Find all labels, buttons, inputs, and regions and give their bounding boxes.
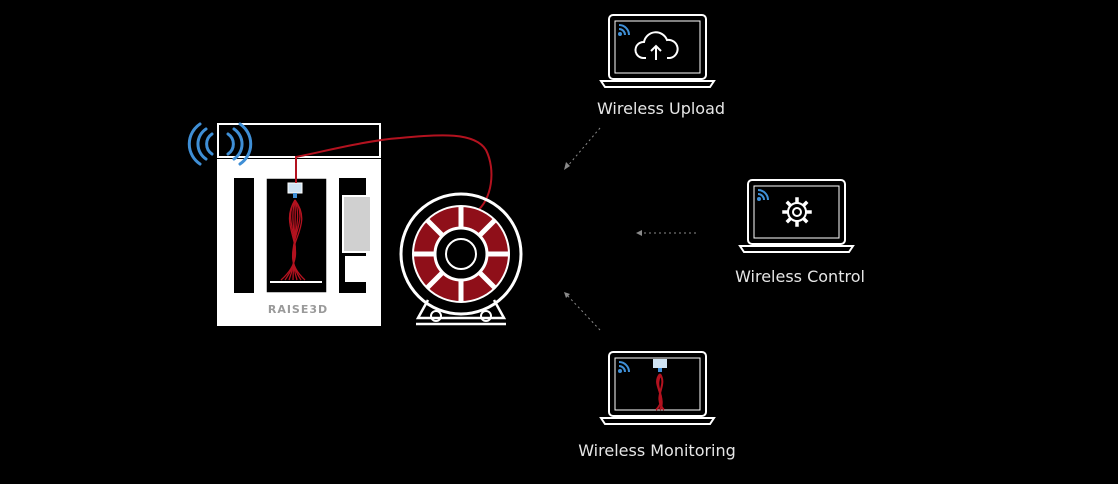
printer-nozzle <box>293 193 297 198</box>
connection-arrows <box>565 127 696 331</box>
printer-touchscreen-lower <box>345 256 369 282</box>
laptop-control-base <box>738 245 855 253</box>
printer-wifi-icon <box>187 122 253 166</box>
spool-stand-foot-right <box>480 310 492 322</box>
laptop-upload-screen <box>608 14 707 80</box>
laptop-monitoring-display <box>614 357 701 411</box>
laptop-monitoring <box>599 351 716 425</box>
laptop-control-wifi-icon <box>757 189 769 201</box>
printer-frame-left <box>218 160 234 325</box>
arrow-heads <box>564 162 642 298</box>
caption-wireless-upload: Wireless Upload <box>596 99 726 118</box>
laptop-monitoring-wifi-icon <box>618 361 630 373</box>
printer-touchscreen <box>342 195 372 253</box>
printer: RAISE3D <box>187 122 381 326</box>
spool-stand-foot-left <box>430 310 442 322</box>
printer-base <box>218 293 380 325</box>
arrow-upload <box>565 127 601 169</box>
printer-logo: RAISE3D <box>268 303 328 316</box>
laptop-upload-wifi-icon <box>618 24 630 36</box>
printer-frame-inner-left <box>254 160 266 325</box>
spool-spokes <box>413 206 509 302</box>
laptop-control-screen <box>747 179 846 245</box>
spool-outer-rim <box>399 192 523 316</box>
caption-wireless-monitoring: Wireless Monitoring <box>578 441 736 460</box>
laptop-upload-base <box>599 80 716 88</box>
printer-extruder <box>287 182 303 194</box>
laptop-monitoring-base <box>599 417 716 425</box>
arrow-monitoring <box>565 293 601 331</box>
spool-hub <box>433 226 489 282</box>
laptop-upload-display <box>614 20 701 74</box>
laptop-monitoring-screen <box>608 351 707 417</box>
spool-center <box>445 238 477 270</box>
laptop-upload <box>599 14 716 88</box>
printer-frame-inner-right <box>327 160 339 325</box>
laptop-control-display <box>753 185 840 239</box>
spool-stand <box>415 299 507 320</box>
printer-twisted-print <box>280 199 306 281</box>
printing-nozzle-icon <box>653 359 667 411</box>
caption-wireless-control: Wireless Control <box>735 267 865 286</box>
filament-feed-line <box>295 134 493 213</box>
laptop-control <box>738 179 855 253</box>
gear-icon <box>782 197 812 227</box>
filament-spool <box>399 192 523 326</box>
cloud-upload-icon <box>634 31 679 60</box>
